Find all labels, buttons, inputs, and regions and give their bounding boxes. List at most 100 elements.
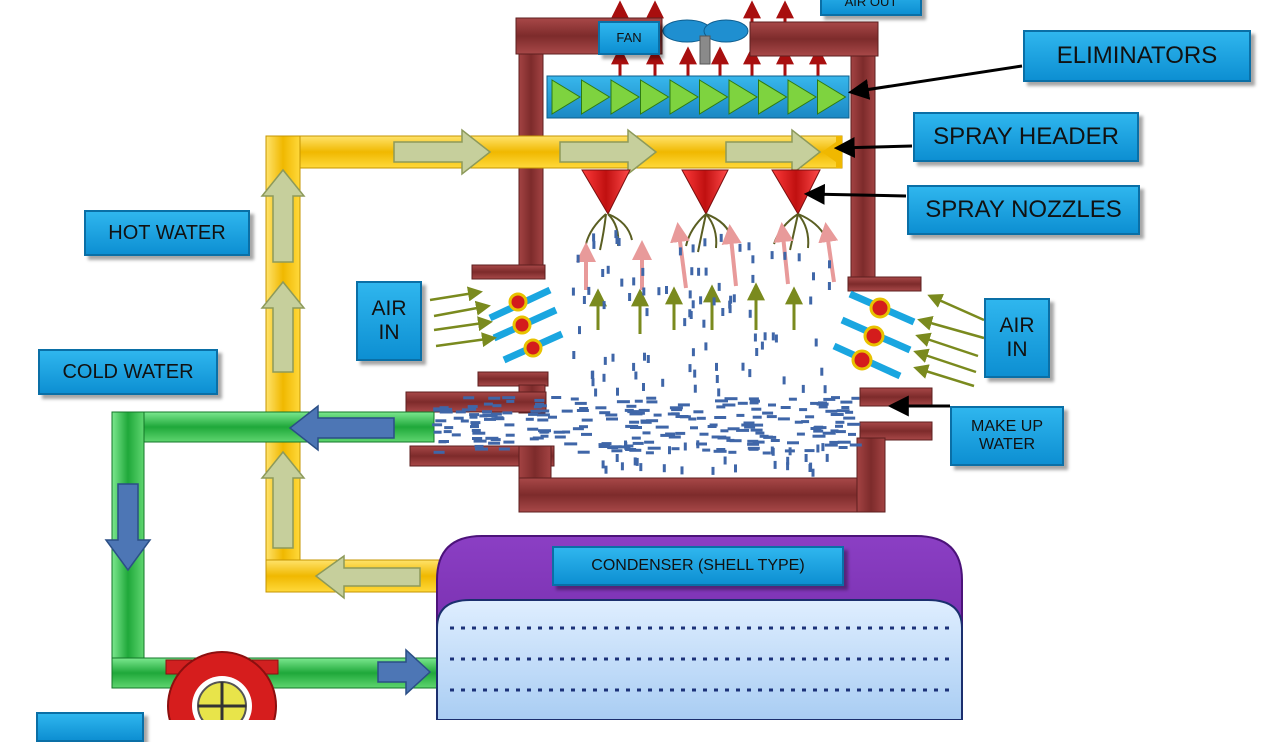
water-droplet	[472, 431, 486, 435]
water-droplet	[829, 440, 840, 444]
water-droplet	[601, 442, 612, 446]
water-droplet	[830, 429, 839, 433]
water-droplet	[629, 420, 640, 424]
water-droplet	[490, 438, 501, 442]
water-droplet	[642, 383, 645, 391]
water-droplet	[591, 378, 595, 387]
water-droplet	[717, 388, 721, 397]
eliminator-blade	[758, 79, 788, 115]
air-in-right-label: AIR IN	[984, 298, 1050, 378]
water-droplet	[532, 436, 544, 440]
water-droplet	[669, 406, 683, 410]
water-droplet	[678, 247, 682, 256]
water-droplet	[711, 435, 720, 439]
water-droplet	[576, 409, 589, 412]
air-in-left-arrows	[429, 286, 497, 348]
water-droplet	[835, 420, 845, 424]
water-droplet	[748, 397, 759, 401]
water-droplet	[551, 396, 562, 399]
water-droplet	[675, 415, 689, 418]
water-droplet	[538, 429, 551, 433]
water-droplet	[812, 272, 815, 281]
water-droplet	[780, 406, 791, 409]
water-droplet	[727, 427, 740, 431]
water-droplet	[770, 446, 774, 455]
water-droplet	[473, 439, 487, 443]
water-droplet	[821, 443, 825, 452]
water-droplet	[554, 435, 566, 439]
water-droplet	[475, 447, 488, 451]
water-droplet	[843, 416, 856, 420]
water-droplet	[644, 440, 655, 444]
pump-icon	[165, 651, 279, 742]
water-droplet	[732, 294, 736, 303]
label-pointer-arrows	[803, 64, 1023, 417]
water-droplet	[564, 442, 578, 446]
water-droplet	[616, 387, 619, 396]
water-droplet	[665, 286, 668, 294]
water-droplet	[639, 463, 643, 472]
water-droplet	[668, 435, 681, 439]
water-droplet	[620, 278, 624, 287]
water-droplet	[599, 411, 611, 415]
water-droplet	[680, 466, 684, 475]
water-droplet	[750, 428, 763, 432]
water-droplet	[830, 413, 844, 416]
water-droplet	[602, 373, 606, 382]
water-droplet	[773, 460, 777, 469]
water-droplets	[432, 230, 862, 477]
water-droplet	[688, 417, 697, 421]
water-droplet	[631, 436, 641, 440]
water-droplet	[632, 362, 636, 371]
water-droplet	[525, 417, 534, 421]
water-droplet	[632, 441, 644, 445]
water-droplet	[534, 398, 545, 402]
water-droplet	[661, 378, 665, 387]
water-droplet	[828, 260, 831, 269]
eliminators-label: ELIMINATORS	[1023, 30, 1251, 82]
water-droplet	[578, 326, 581, 335]
water-droplet	[699, 432, 709, 436]
water-droplet	[751, 255, 755, 264]
hot-water-flow-arrows	[260, 128, 822, 600]
water-droplet	[570, 397, 579, 401]
make-up-water-line1: MAKE UP	[970, 417, 1043, 435]
water-droplet	[469, 415, 478, 419]
water-droplet	[548, 415, 557, 419]
water-droplet	[736, 413, 745, 417]
water-droplet	[823, 397, 836, 401]
water-droplet	[576, 254, 580, 263]
water-droplet	[451, 433, 461, 437]
water-droplet	[640, 420, 652, 424]
air-out-label: AIR OUT	[820, 0, 922, 16]
water-droplet	[688, 290, 692, 299]
water-droplet	[645, 451, 654, 455]
spray-header-label: SPRAY HEADER	[913, 112, 1139, 162]
water-droplet	[691, 244, 695, 253]
water-droplet	[703, 238, 707, 247]
water-droplet	[777, 417, 790, 421]
water-droplet	[675, 431, 686, 435]
water-droplet	[841, 406, 850, 409]
water-droplet	[820, 367, 824, 376]
water-droplet	[561, 409, 573, 413]
condenser-label: CONDENSER (SHELL TYPE)	[552, 546, 844, 586]
water-droplet	[467, 405, 478, 409]
water-droplet	[527, 427, 539, 431]
water-droplet	[572, 427, 584, 431]
water-droplet	[625, 448, 637, 451]
water-droplet	[671, 412, 680, 416]
water-droplet	[696, 442, 707, 446]
water-droplet	[641, 267, 645, 276]
water-droplet	[638, 408, 650, 412]
rising-air-arrows	[576, 222, 839, 334]
water-droplet	[763, 435, 777, 439]
water-droplet	[474, 444, 484, 448]
cooling-tower-diagram: AIR OUT FAN ELIMINATORS SPRAY HEADER SPR…	[36, 0, 1251, 742]
water-droplet	[629, 412, 643, 416]
water-droplet	[697, 267, 701, 276]
water-droplet	[743, 421, 755, 425]
water-droplet	[577, 450, 590, 454]
water-droplet	[782, 376, 786, 385]
water-droplet	[835, 430, 846, 434]
